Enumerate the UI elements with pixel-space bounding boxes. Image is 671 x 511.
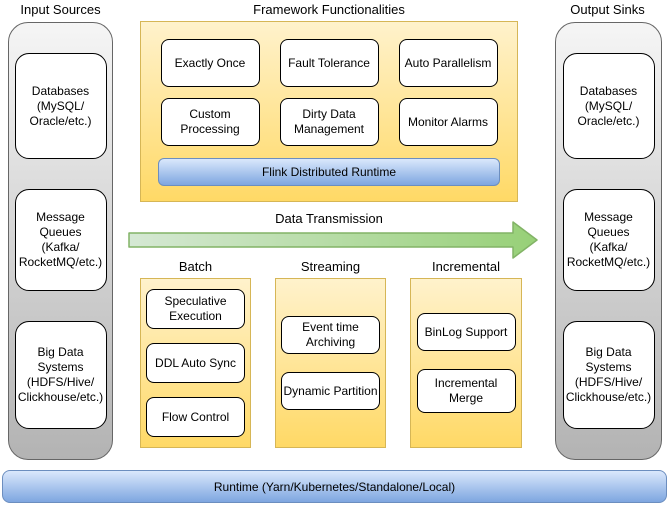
framework-feature-row: Custom Processing Dirty Data Management … bbox=[141, 98, 517, 146]
data-transmission-arrow-icon bbox=[128, 221, 538, 259]
feature-monitor-alarms: Monitor Alarms bbox=[398, 98, 498, 146]
mode-batch-container: Speculative Execution DDL Auto Sync Flow… bbox=[140, 278, 251, 448]
flink-distributed-runtime-bar: Flink Distributed Runtime bbox=[158, 158, 500, 186]
mode-batch-label: Batch bbox=[178, 259, 213, 274]
output-sink-databases: Databases (MySQL/ Oracle/etc.) bbox=[562, 53, 655, 159]
runtime-bar: Runtime (Yarn/Kubernetes/Standalone/Loca… bbox=[2, 470, 667, 503]
framework-feature-row: Exactly Once Fault Tolerance Auto Parall… bbox=[141, 39, 517, 87]
feature-auto-parallelism: Auto Parallelism bbox=[398, 39, 498, 87]
data-transmission-label: Data Transmission bbox=[275, 211, 383, 226]
input-source-big-data-systems: Big Data Systems (HDFS/Hive/ Clickhouse/… bbox=[14, 321, 107, 429]
batch-flow-control: Flow Control bbox=[146, 397, 245, 437]
feature-custom-processing: Custom Processing bbox=[160, 98, 260, 146]
feature-dirty-data-management: Dirty Data Management bbox=[279, 98, 379, 146]
input-sources-container: Databases (MySQL/ Oracle/etc.) Message Q… bbox=[8, 22, 113, 460]
framework-title: Framework Functionalities bbox=[253, 2, 405, 17]
incremental-binlog-support: BinLog Support bbox=[416, 313, 516, 351]
mode-incremental-label: Incremental bbox=[432, 259, 500, 274]
feature-exactly-once: Exactly Once bbox=[160, 39, 260, 87]
mode-streaming-container: Event time Archiving Dynamic Partition bbox=[275, 278, 386, 448]
incremental-merge: Incremental Merge bbox=[416, 369, 516, 413]
streaming-event-time-archiving: Event time Archiving bbox=[281, 316, 380, 354]
batch-speculative-execution: Speculative Execution bbox=[146, 289, 245, 329]
batch-ddl-auto-sync: DDL Auto Sync bbox=[146, 343, 245, 383]
output-sink-big-data-systems: Big Data Systems (HDFS/Hive/ Clickhouse/… bbox=[562, 321, 655, 429]
framework-container: Exactly Once Fault Tolerance Auto Parall… bbox=[140, 21, 518, 202]
output-sink-message-queues: Message Queues (Kafka/ RocketMQ/etc.) bbox=[562, 189, 655, 291]
input-sources-title: Input Sources bbox=[20, 2, 101, 17]
streaming-dynamic-partition: Dynamic Partition bbox=[281, 372, 380, 410]
input-source-message-queues: Message Queues (Kafka/ RocketMQ/etc.) bbox=[14, 189, 107, 291]
mode-incremental-container: BinLog Support Incremental Merge bbox=[410, 278, 522, 448]
input-source-databases: Databases (MySQL/ Oracle/etc.) bbox=[14, 53, 107, 159]
output-sinks-title: Output Sinks bbox=[570, 2, 645, 17]
feature-fault-tolerance: Fault Tolerance bbox=[279, 39, 379, 87]
mode-streaming-label: Streaming bbox=[300, 259, 361, 274]
output-sinks-container: Databases (MySQL/ Oracle/etc.) Message Q… bbox=[555, 22, 662, 460]
